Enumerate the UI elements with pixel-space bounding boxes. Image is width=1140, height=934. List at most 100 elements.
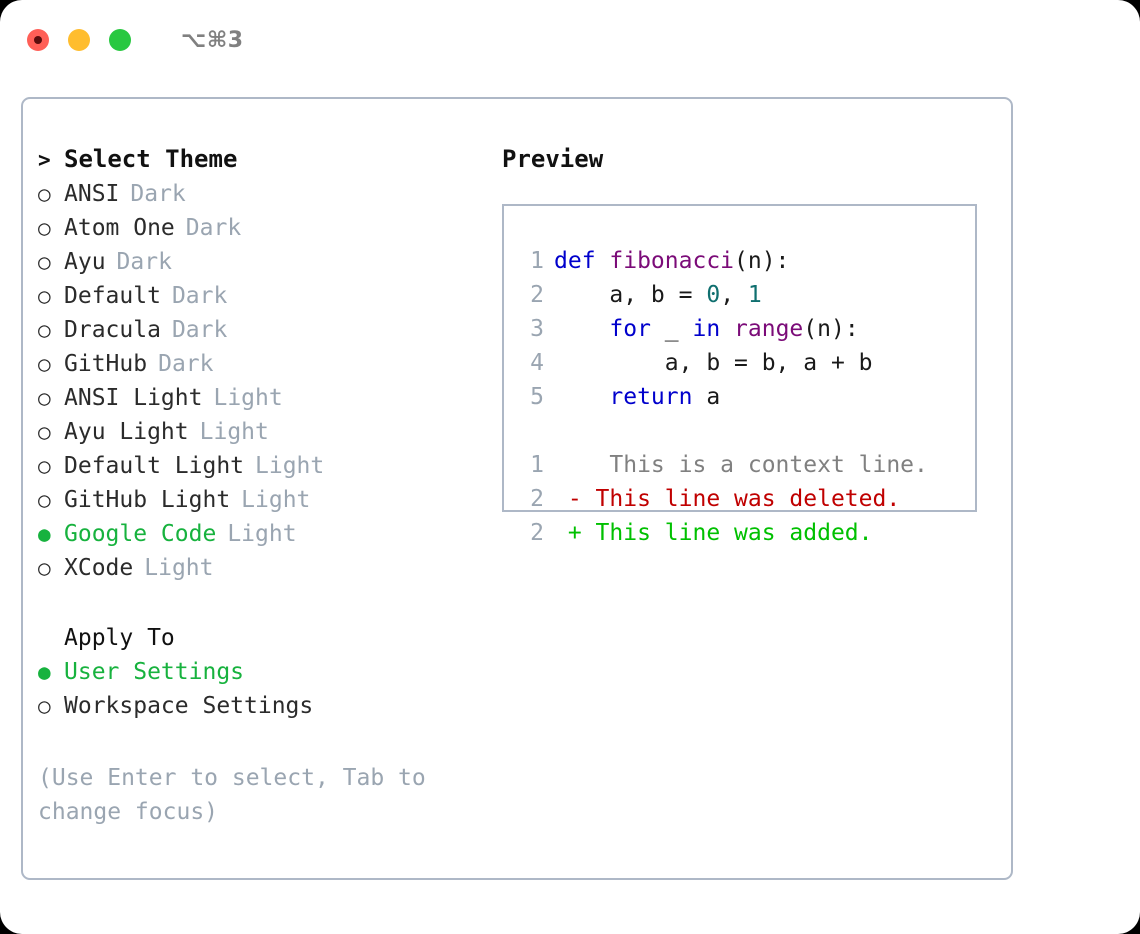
theme-kind-badge: Light <box>144 555 214 581</box>
theme-item-xcode[interactable]: ○ XCode Light <box>38 551 488 585</box>
theme-name: ANSI Light <box>64 385 203 411</box>
prompt-caret-icon: > <box>38 148 51 172</box>
select-theme-header: > Select Theme <box>38 141 488 177</box>
token-punc: (n): <box>803 316 859 342</box>
token-id: a, b = <box>554 282 707 308</box>
token-kw: def <box>554 248 610 274</box>
apply-to-header: Apply To <box>64 625 175 651</box>
theme-kind-badge: Dark <box>130 181 186 207</box>
code-line: 2 a, b = 0, 1 <box>514 278 969 312</box>
theme-name: Default <box>64 283 161 309</box>
theme-item-ansi[interactable]: ○ ANSI Dark <box>38 177 488 211</box>
theme-name: Google Code <box>64 521 217 547</box>
code-line: 1 def fibonacci(n): <box>514 244 969 278</box>
token-punc: (n): <box>734 248 790 274</box>
traffic-lights <box>27 29 131 51</box>
select-theme-title: Select Theme <box>64 145 238 173</box>
theme-kind-badge: Light <box>255 453 325 479</box>
token-id <box>554 316 609 342</box>
theme-name: Atom One <box>64 215 175 241</box>
radio-unselected-icon: ○ <box>38 488 51 512</box>
apply-to-list: ● User Settings ○ Workspace Settings <box>38 655 488 723</box>
theme-item-google-code[interactable]: ● Google Code Light <box>38 517 488 551</box>
diff-line-context: 1 This is a context line. <box>514 448 969 482</box>
code-text: def fibonacci(n): <box>554 244 789 278</box>
radio-unselected-icon: ○ <box>38 556 51 580</box>
diff-text: This is a context line. <box>554 452 928 478</box>
diff-line-del: 2 - This line was deleted. <box>514 482 969 516</box>
diff-line-add: 2 + This line was added. <box>514 516 969 550</box>
code-text: return a <box>554 380 720 414</box>
radio-selected-icon: ● <box>38 522 51 546</box>
theme-name: GitHub <box>64 351 148 377</box>
line-number: 3 <box>530 316 544 342</box>
keyboard-hint: (Use Enter to select, Tab to change focu… <box>38 765 426 825</box>
token-kw: return <box>609 384 693 410</box>
token-id: a, b = b, a + b <box>554 350 873 376</box>
apply-to-item-user-settings[interactable]: ● User Settings <box>38 655 488 689</box>
theme-name: Dracula <box>64 317 161 343</box>
theme-name: XCode <box>64 555 134 581</box>
radio-unselected-icon: ○ <box>38 694 51 718</box>
radio-unselected-icon: ○ <box>38 454 51 478</box>
theme-kind-badge: Dark <box>171 317 228 343</box>
theme-kind-badge: Light <box>199 419 269 445</box>
theme-item-default[interactable]: ○ Default Dark <box>38 279 488 313</box>
zoom-button[interactable] <box>109 29 131 51</box>
theme-kind-badge: Dark <box>171 283 228 309</box>
radio-unselected-icon: ○ <box>38 250 51 274</box>
theme-kind-badge: Dark <box>116 249 172 275</box>
code-text: a, b = 0, 1 <box>554 278 761 312</box>
diff-text: - This line was deleted. <box>554 486 901 512</box>
line-number: 1 <box>530 248 544 274</box>
theme-name: Ayu <box>64 249 106 275</box>
apply-to-label: Workspace Settings <box>64 693 314 719</box>
code-line: 5 return a <box>514 380 969 414</box>
apply-to-item-workspace-settings[interactable]: ○ Workspace Settings <box>38 689 488 723</box>
theme-item-ayu[interactable]: ○ Ayu Dark <box>38 245 488 279</box>
radio-unselected-icon: ○ <box>38 318 51 342</box>
minimize-button[interactable] <box>68 29 90 51</box>
close-button[interactable] <box>27 29 49 51</box>
theme-kind-badge: Light <box>227 521 297 547</box>
line-number: 1 <box>530 452 544 478</box>
code-line: 3 for _ in range(n): <box>514 312 969 346</box>
theme-item-dracula[interactable]: ○ Dracula Dark <box>38 313 488 347</box>
radio-selected-icon: ● <box>38 660 51 684</box>
theme-name: GitHub Light <box>64 487 231 513</box>
radio-unselected-icon: ○ <box>38 352 51 376</box>
apply-to-section: Apply To ● User Settings ○ Workspace Settin… <box>38 621 488 723</box>
token-id: _ <box>650 316 693 342</box>
preview-header: Preview <box>502 145 604 173</box>
line-number: 2 <box>530 520 544 546</box>
token-id <box>554 384 609 410</box>
line-number: 5 <box>530 384 544 410</box>
token-kw: for <box>609 316 651 342</box>
radio-unselected-icon: ○ <box>38 182 51 206</box>
preview-column: Preview <box>502 141 603 177</box>
window-titlebar: ⌥⌘3 <box>0 0 1140 80</box>
token-id: a <box>692 384 721 410</box>
token-num: 0 <box>706 282 721 308</box>
radio-unselected-icon: ○ <box>38 284 51 308</box>
token-kw: in <box>692 316 721 342</box>
theme-kind-badge: Dark <box>185 215 242 241</box>
diff-text: + This line was added. <box>554 520 873 546</box>
line-number: 4 <box>530 350 544 376</box>
theme-name: Default Light <box>64 453 245 479</box>
radio-unselected-icon: ○ <box>38 386 51 410</box>
theme-name: ANSI <box>64 181 120 207</box>
apply-to-label: User Settings <box>64 659 245 685</box>
token-id <box>720 316 734 342</box>
theme-item-default-light[interactable]: ○ Default Light Light <box>38 449 488 483</box>
